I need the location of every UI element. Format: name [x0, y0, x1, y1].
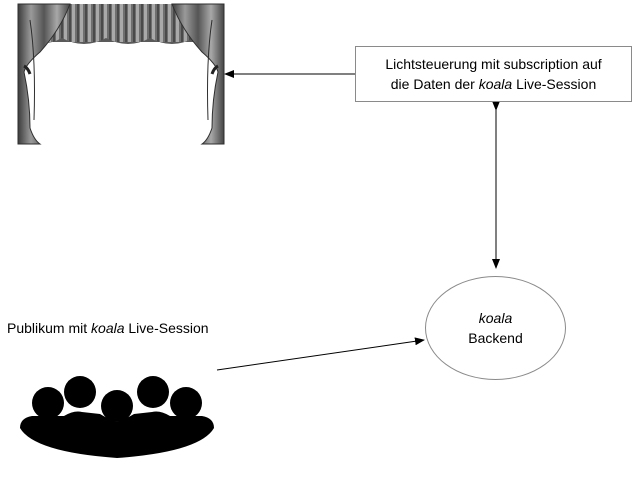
backend-label: Backend [468, 330, 523, 346]
audience-group-icon [20, 376, 214, 458]
light-control-line1: Lichtsteuerung mit subscription auf [385, 56, 602, 72]
theater-curtain-icon [17, 3, 225, 145]
backend-node: koala Backend [425, 276, 566, 380]
arrow-audience-to-backend [216, 337, 425, 371]
light-control-line2-emph: koala [478, 76, 513, 92]
audience-label-emph: koala [91, 320, 125, 336]
light-control-line2-suffix: Live-Session [512, 76, 597, 92]
light-control-node: Lichtsteuerung mit subscription auf die … [355, 46, 632, 102]
backend-emph: koala [478, 310, 513, 326]
light-control-line2: die Daten der koala Live-Session [391, 74, 596, 94]
light-control-line2-prefix: die Daten der [390, 76, 479, 92]
audience-label-suffix: Live-Session [124, 320, 209, 336]
audience-label: Publikum mit koala Live-Session [7, 318, 209, 339]
audience-label-prefix: Publikum mit [7, 320, 92, 336]
